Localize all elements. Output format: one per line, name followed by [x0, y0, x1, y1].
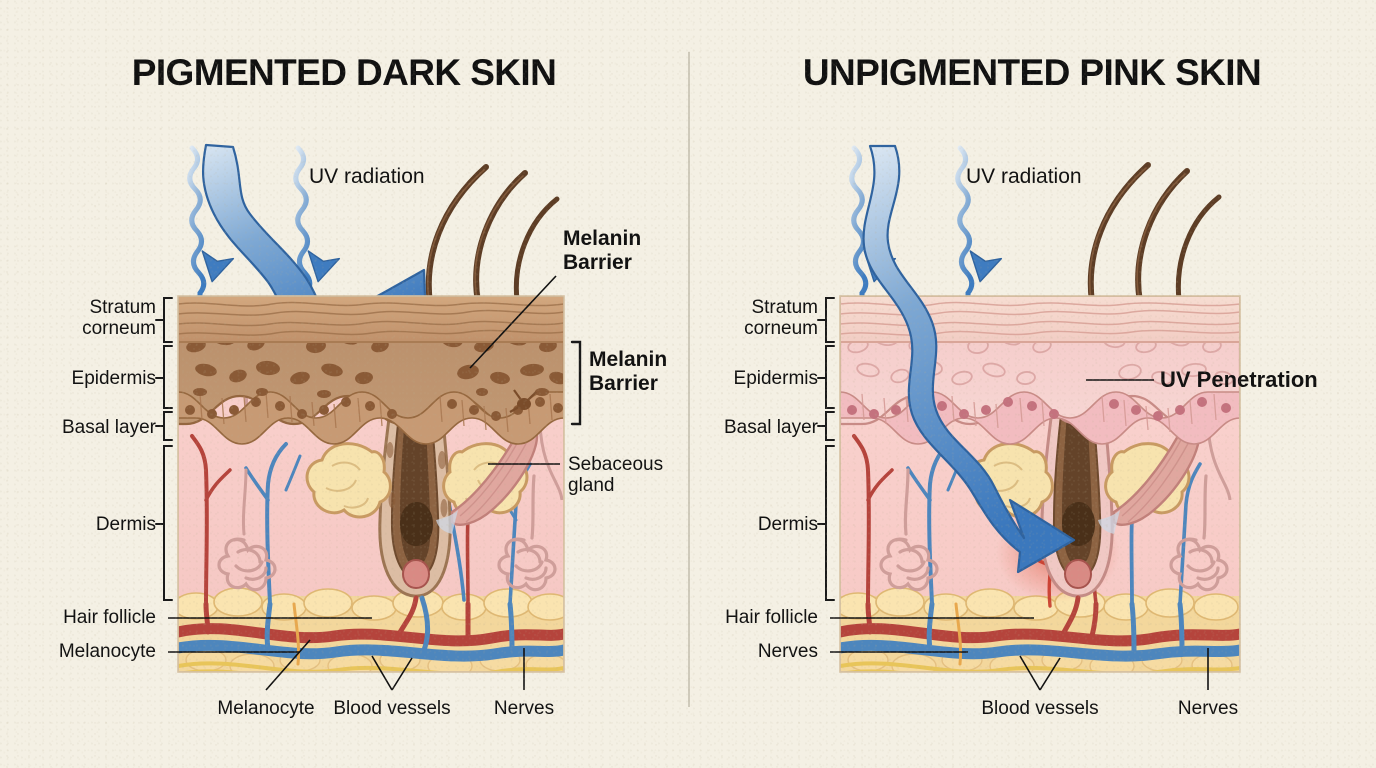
label-nerves-right: Nerves — [757, 641, 818, 662]
hair-shafts-right — [1087, 162, 1222, 305]
leader-lines-left — [168, 275, 560, 691]
layer-brackets-right — [817, 297, 835, 601]
label-melanocyte-left: Melanocyte — [58, 641, 156, 662]
label-basal-layer-left: Basal layer — [62, 417, 156, 438]
label-blood-vessels-bottom-left: Blood vessels — [333, 698, 451, 719]
label-uv-radiation-left: UV radiation — [309, 165, 425, 188]
hypodermis-vessel-branches-left — [203, 595, 515, 666]
hair-shafts-left — [425, 164, 560, 306]
uv-squiggle-3-right — [955, 145, 975, 308]
dark-skin-illustration — [155, 143, 582, 691]
label-hair-follicle-right: Hair follicle — [725, 607, 818, 628]
uv-arrowhead-1-left — [201, 250, 235, 283]
label-hair-follicle-left: Hair follicle — [63, 607, 156, 628]
basal-cell-walls-left — [199, 391, 553, 433]
label-melanocyte-bottom-left: Melanocyte — [217, 698, 315, 719]
stratum-corneum-striations-left — [178, 301, 564, 336]
label-epidermis-right: Epidermis — [733, 368, 818, 389]
pink-skin-illustration — [688, 0, 1376, 768]
uv-arrowhead-3-right — [969, 250, 1003, 283]
hypodermis-vessels-right — [840, 623, 1240, 672]
hair-shafts-right-highlight — [1089, 167, 1186, 301]
arrector-pili-muscle-right — [1098, 422, 1201, 534]
uv-squiggle-1-left — [187, 145, 207, 310]
label-epidermis-left: Epidermis — [71, 368, 156, 389]
label-dermis-right: Dermis — [757, 514, 818, 535]
basal-nuclei-left — [185, 397, 563, 421]
label-dermis-left: Dermis — [95, 514, 156, 535]
panel-pigmented-dark-skin: PIGMENTED DARK SKIN — [58, 52, 667, 719]
skin-block-border-left — [177, 295, 565, 673]
hypodermis-vessels-left — [178, 623, 564, 672]
panel-divider — [688, 52, 690, 707]
fat-lobules-right — [840, 587, 1239, 621]
label-basal-layer-right: Basal layer — [724, 417, 818, 438]
panel-unpigmented-pink-skin: UNPIGMENTED PINK SKIN — [688, 0, 1376, 768]
label-stratum-corneum-left: Stratum corneum — [82, 297, 156, 339]
skin-block-border-right — [839, 295, 1241, 673]
leader-lines-right — [830, 379, 1209, 691]
uv-squiggle-1-right — [849, 145, 869, 308]
label-uv-radiation-right: UV radiation — [966, 165, 1082, 188]
uv-arrowhead-3-left — [307, 250, 341, 283]
label-stratum-corneum-right: Stratum corneum — [744, 297, 818, 339]
label-sebaceous-gland-left: Sebaceous gland — [568, 454, 664, 496]
label-melanin-barrier-top-left: Melanin Barrier — [563, 227, 642, 274]
uv-penetrating-arrow-right — [862, 144, 1076, 574]
hypodermis-vessel-branches-right — [865, 595, 1185, 666]
label-nerves-bottom-left: Nerves — [493, 698, 555, 719]
hair-shafts-left-highlight — [427, 169, 524, 301]
uv-squiggle-3-left — [293, 145, 313, 308]
layer-brackets-left — [155, 297, 173, 601]
nerve-plexus-left — [217, 468, 557, 592]
panel-title-left: PIGMENTED DARK SKIN — [131, 52, 557, 93]
label-uv-penetration-right: UV Penetration — [1160, 367, 1318, 392]
nerve-plexus-right — [879, 468, 1229, 592]
panel-title-right: UNPIGMENTED PINK SKIN — [802, 52, 1262, 93]
melanocyte-left — [509, 389, 537, 413]
label-blood-vessels-bottom-right: Blood vessels — [981, 698, 1099, 719]
label-melanin-barrier-bracket-left: Melanin Barrier — [589, 348, 668, 395]
label-nerves-bottom-right: Nerves — [1177, 698, 1239, 719]
melanin-barrier-bracket-left — [570, 340, 582, 426]
